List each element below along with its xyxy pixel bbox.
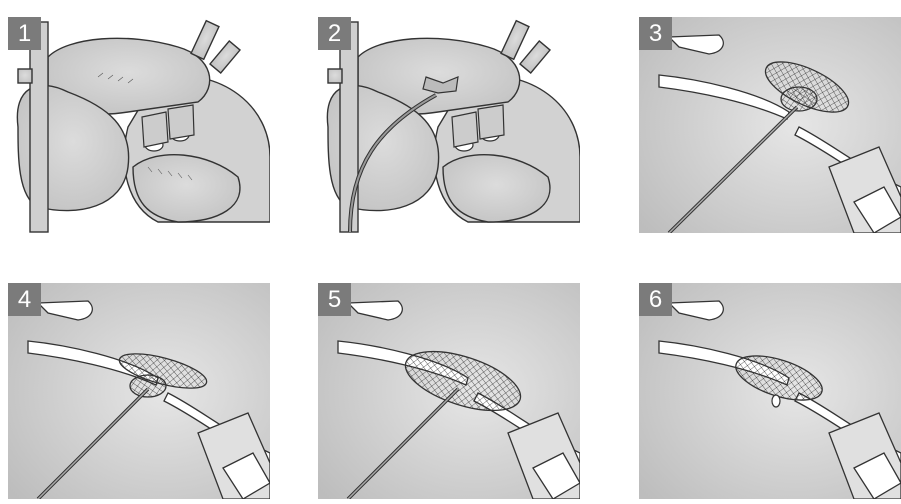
- occluder-deployment-step-3: [639, 17, 901, 233]
- panel-5: 5: [318, 283, 580, 499]
- panel-6: 6: [639, 283, 901, 499]
- panel-number-badge: 2: [318, 17, 351, 50]
- heart-anatomy-illustration: [8, 17, 270, 233]
- panel-3: 3: [639, 17, 901, 233]
- occluder-deployment-step-5: [318, 283, 580, 499]
- panel-number-badge: 6: [639, 283, 672, 316]
- heart-anatomy-catheter-illustration: [318, 17, 580, 233]
- panel-number-badge: 1: [8, 17, 41, 50]
- panel-number-badge: 3: [639, 17, 672, 50]
- panel-1: 1: [8, 17, 270, 233]
- panel-number-badge: 5: [318, 283, 351, 316]
- occluder-deployment-step-6: [639, 283, 901, 499]
- occluder-deployment-step-4: [8, 283, 270, 499]
- panel-2: 2: [318, 17, 580, 233]
- panel-number-badge: 4: [8, 283, 41, 316]
- panel-4: 4: [8, 283, 270, 499]
